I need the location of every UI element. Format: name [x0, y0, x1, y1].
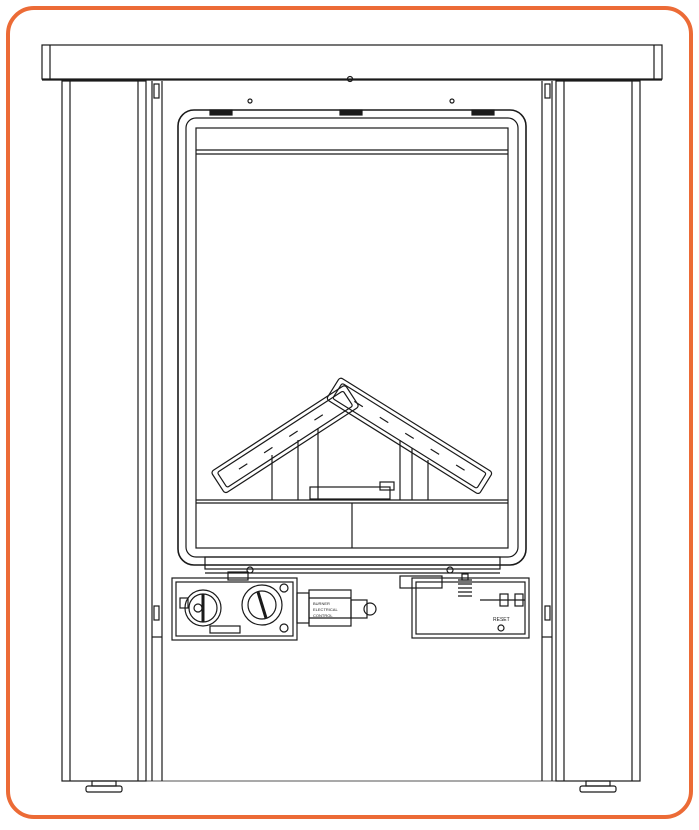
door-rail — [204, 556, 501, 574]
ignitor-knob-icon — [241, 584, 283, 626]
control-box — [411, 577, 530, 639]
screws — [247, 75, 455, 104]
control-module — [296, 589, 377, 627]
orange-border — [6, 6, 693, 819]
inner-panels — [146, 81, 556, 782]
left-leg — [61, 80, 147, 793]
spring-icon — [458, 573, 472, 597]
module-label-line3: CONTROL — [313, 613, 333, 618]
module-label-line1: BURNER — [313, 601, 330, 606]
gas-valve — [171, 571, 298, 641]
reset-button-icon — [497, 624, 505, 632]
right-leg — [555, 80, 641, 793]
log-set — [211, 377, 493, 500]
gas-valve-knob-icon — [179, 589, 222, 627]
reset-label: RESET — [493, 617, 510, 623]
module-label-line2: ELECTRICAL — [313, 607, 338, 612]
top-slab — [41, 44, 663, 81]
firebox-door — [177, 109, 527, 566]
